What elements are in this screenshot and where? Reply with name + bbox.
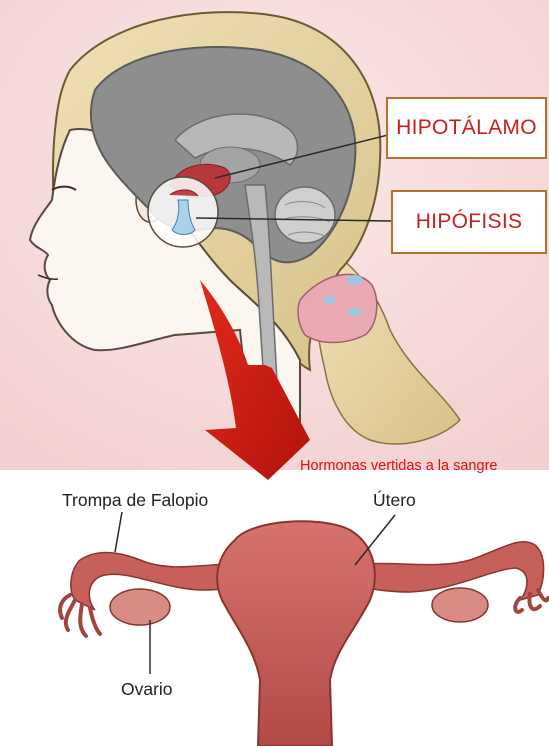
ovary-left (110, 589, 170, 625)
trompa-label: Trompa de Falopio (62, 490, 208, 511)
hipotalamo-label: HIPOTÁLAMO (386, 97, 547, 159)
utero-label: Útero (373, 490, 416, 511)
hormonas-caption: Hormonas vertidas a la sangre (300, 458, 497, 474)
hipofisis-label: HIPÓFISIS (391, 190, 547, 254)
cerebellum (275, 187, 335, 243)
ovario-label: Ovario (121, 679, 173, 700)
ovary-right (432, 588, 488, 622)
